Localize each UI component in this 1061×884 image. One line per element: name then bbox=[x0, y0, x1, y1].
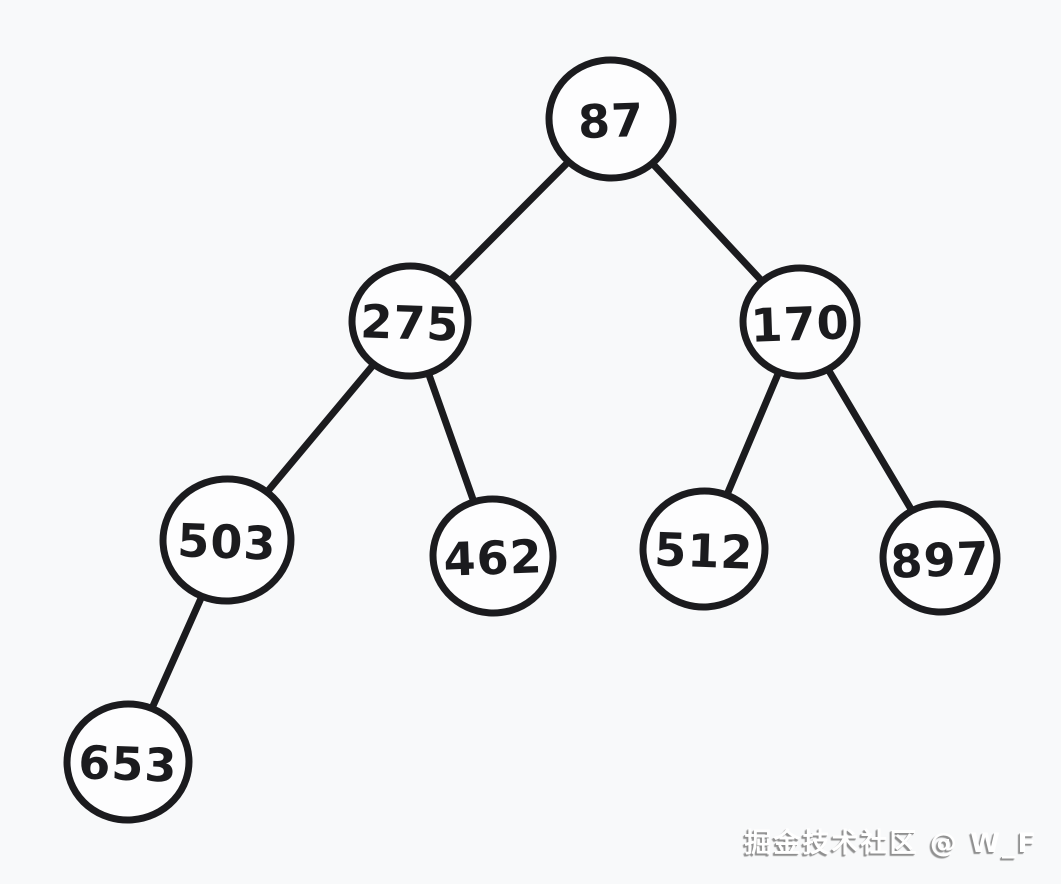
node-label: 503 bbox=[177, 513, 278, 570]
node-label: 653 bbox=[78, 735, 179, 792]
node-circle bbox=[639, 487, 769, 611]
node-label: 275 bbox=[360, 294, 461, 351]
node-circle bbox=[739, 264, 861, 380]
node-label: 897 bbox=[890, 531, 991, 588]
tree-edge-275-462 bbox=[425, 370, 478, 505]
node-circle bbox=[63, 700, 193, 824]
tree-edge-170-512 bbox=[723, 369, 783, 499]
tree-node-275: 275 bbox=[348, 262, 472, 380]
tree-node-897: 897 bbox=[879, 500, 1001, 616]
node-circle bbox=[159, 475, 295, 605]
node-circle bbox=[348, 262, 472, 380]
watermark: 掘金技术社区 @ W_F bbox=[744, 828, 1038, 859]
tree-node-653: 653 bbox=[63, 700, 193, 824]
tree-edge-87-275 bbox=[445, 158, 573, 285]
tree-edge-503-653 bbox=[148, 593, 206, 712]
tree-node-503: 503 bbox=[159, 475, 295, 605]
node-label: 462 bbox=[443, 529, 544, 586]
node-circle bbox=[429, 495, 557, 617]
node-label: 87 bbox=[577, 93, 645, 149]
tree-node-462: 462 bbox=[429, 495, 557, 617]
tree-node-87: 87 bbox=[545, 56, 677, 182]
tree-node-512: 512 bbox=[639, 487, 769, 611]
node-label: 512 bbox=[654, 522, 755, 579]
tree-node-170: 170 bbox=[739, 264, 861, 380]
node-label: 170 bbox=[750, 295, 851, 352]
node-circle bbox=[879, 500, 1001, 616]
tree-edge-87-170 bbox=[648, 159, 767, 286]
node-circle bbox=[545, 56, 677, 182]
tree-edge-275-503 bbox=[263, 360, 378, 496]
tree-edge-170-897 bbox=[824, 365, 916, 515]
